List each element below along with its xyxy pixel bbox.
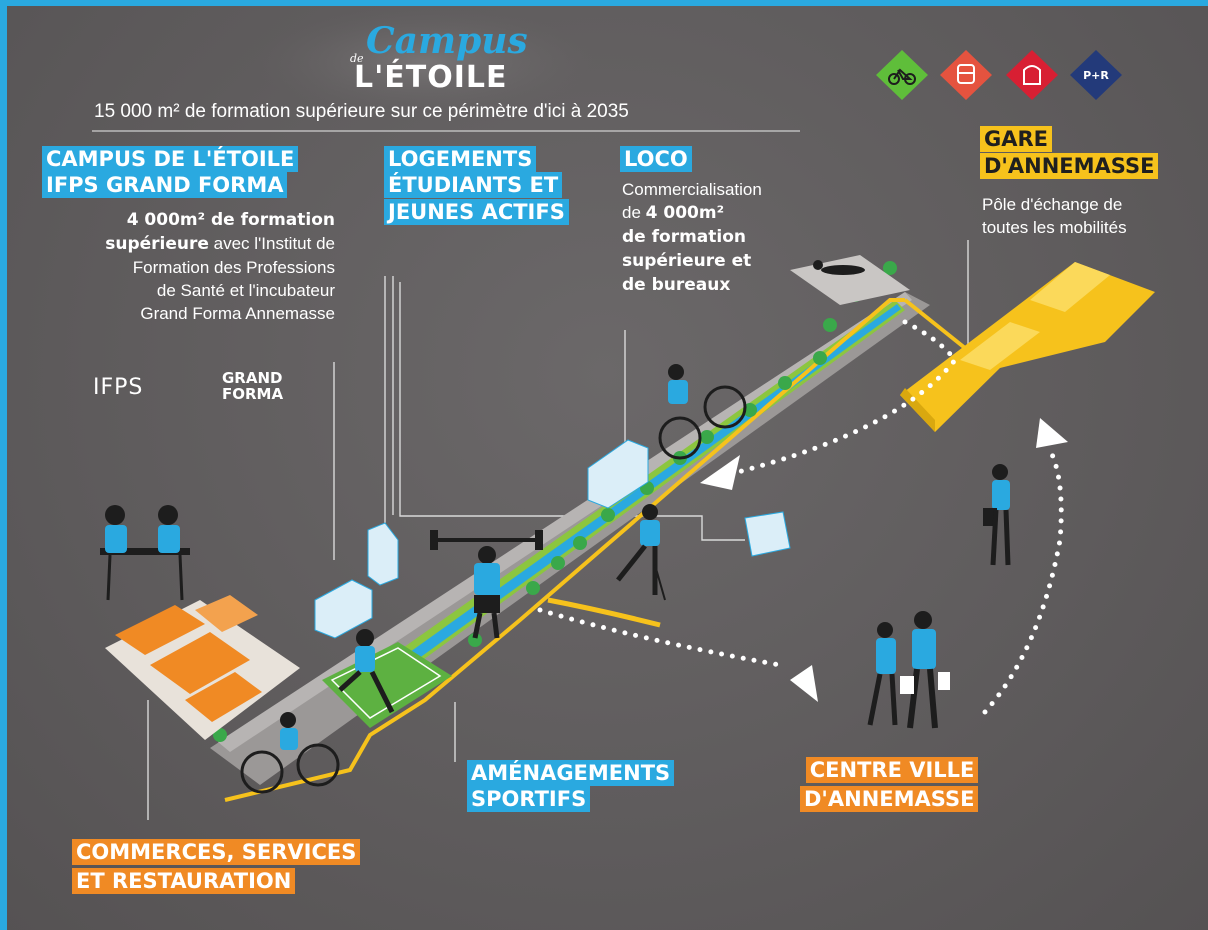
arrow-heads	[700, 418, 1068, 702]
tram-icon	[1006, 50, 1058, 100]
campus-title: CAMPUS DE L'ÉTOILE IFPS GRAND FORMA	[42, 146, 299, 199]
sports-field-icon	[322, 642, 452, 728]
leader-lines	[147, 240, 969, 820]
cyclist-top-icon	[658, 364, 747, 460]
lying-person-icon	[813, 260, 865, 275]
svg-text:P+R: P+R	[1083, 69, 1109, 82]
gare-title: GARE D'ANNEMASSE	[980, 126, 1159, 181]
campus-title-line2: IFPS GRAND FORMA	[42, 172, 288, 199]
left-border	[0, 0, 7, 930]
logo-campus: Campus	[366, 20, 528, 62]
header-subtitle: 15 000 m² de formation supérieure sur ce…	[94, 101, 629, 122]
cafe-couple-icon	[100, 505, 190, 601]
centre-ville-title: CENTRE VILLE D'ANNEMASSE	[800, 756, 979, 813]
bicycle-icon	[876, 50, 928, 100]
yellow-slope	[547, 597, 661, 628]
header-glow	[255, 7, 595, 117]
ifps-logo: IFPS	[93, 375, 144, 400]
logo-de: de	[350, 52, 364, 65]
logo-etoile: L'ÉTOILE	[354, 60, 508, 95]
transport-badges: P+R	[876, 50, 1122, 100]
station-building-icon	[900, 262, 1155, 432]
residence-blocks-icon	[314, 439, 791, 639]
park-and-ride-icon: P+R	[1070, 50, 1122, 100]
bus-icon	[940, 50, 992, 100]
logements-title: LOGEMENTS ÉTUDIANTS ET JEUNES ACTIFS	[384, 146, 584, 225]
shoppers-couple-icon	[867, 611, 950, 729]
dotted-arrows	[537, 319, 1064, 715]
campus-description: 4 000m² de formation supérieure avec l'I…	[105, 210, 335, 323]
top-border	[0, 0, 1208, 6]
cyclist-bottom-icon	[240, 712, 340, 794]
commerces-title: COMMERCES, SERVICES ET RESTAURATION	[72, 838, 361, 895]
runner-icon	[338, 629, 395, 714]
weightlifter-icon	[430, 530, 543, 639]
gare-description: Pôle d'échange de toutes les mobilités	[982, 195, 1127, 237]
campus-title-line1: CAMPUS DE L'ÉTOILE	[42, 146, 299, 172]
orange-town-block-icon	[105, 595, 300, 740]
loco-description: Commercialisation de 4 000m² de formatio…	[622, 180, 762, 295]
grand-forma-logo: GRAND FORMA	[222, 369, 284, 403]
woman-walking-icon	[983, 464, 1011, 566]
yellow-route	[224, 298, 905, 802]
scooter-rider-icon	[616, 504, 666, 601]
amenagements-title: AMÉNAGEMENTS SPORTIFS	[467, 760, 675, 813]
loco-title: LOCO	[620, 146, 692, 172]
